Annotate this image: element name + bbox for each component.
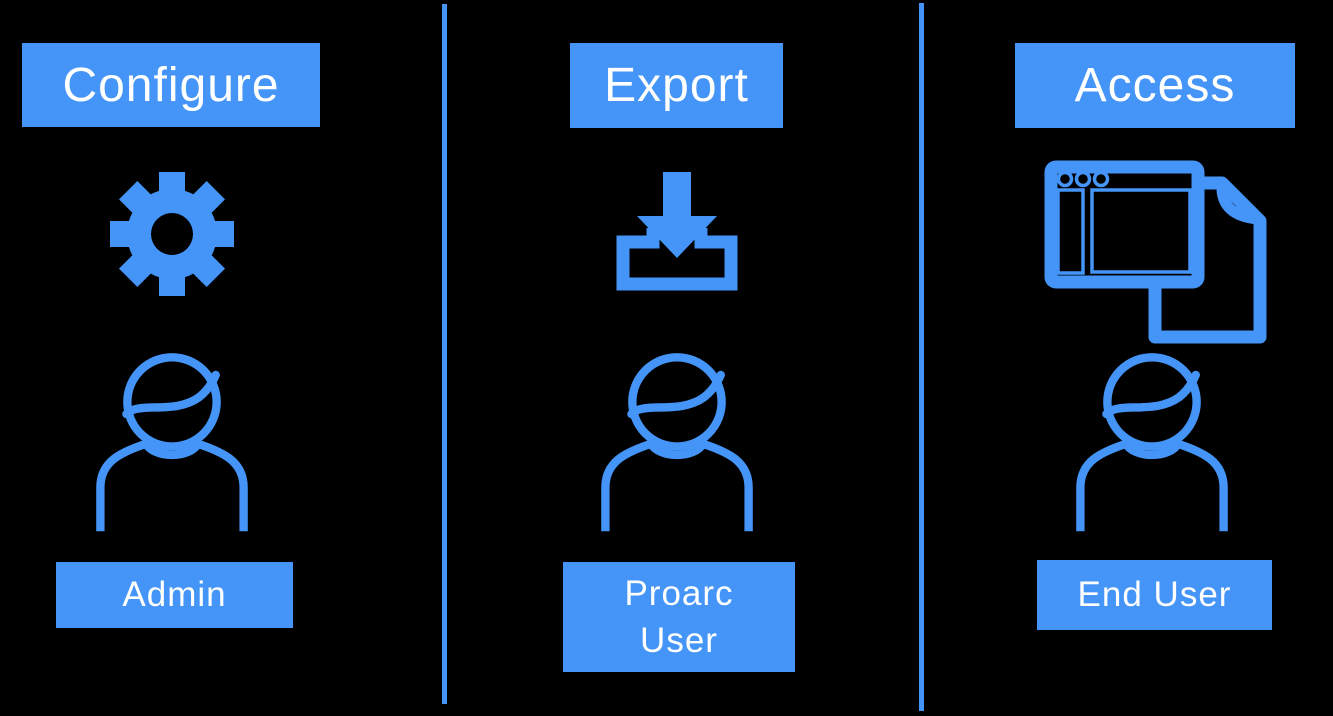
app-window-document-icon — [1044, 160, 1267, 344]
end-user-role-label-text: End User — [1077, 575, 1232, 615]
proarc-user-person-icon — [601, 353, 753, 532]
gear-icon — [110, 172, 234, 296]
configure-stage-label-text: Configure — [62, 58, 280, 112]
end-user-person-icon — [1076, 353, 1228, 532]
admin-role-label: Admin — [56, 562, 293, 628]
download-icon — [616, 172, 738, 291]
export-stage-label-text: Export — [604, 59, 749, 112]
admin-role-label-text: Admin — [122, 575, 227, 615]
proarc-user-role-label: Proarc User — [563, 562, 795, 672]
column-divider — [919, 3, 924, 711]
column-divider — [442, 4, 447, 704]
export-stage-label: Export — [570, 43, 783, 128]
end-user-role-label: End User — [1037, 560, 1272, 630]
admin-person-icon — [96, 353, 248, 532]
proarc-user-role-label-text: Proarc User — [624, 573, 734, 660]
access-stage-label: Access — [1015, 43, 1295, 128]
configure-stage-label: Configure — [22, 43, 320, 127]
access-stage-label-text: Access — [1074, 59, 1236, 112]
